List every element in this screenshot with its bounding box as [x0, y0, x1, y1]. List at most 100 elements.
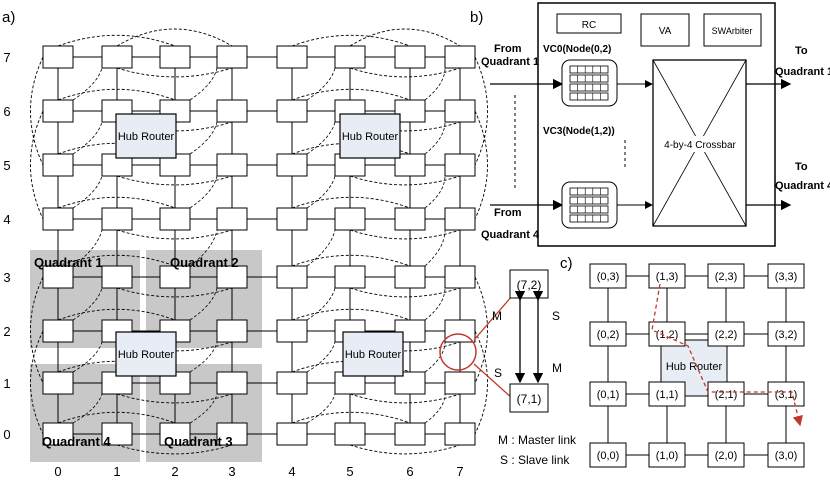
router-node [101, 265, 133, 289]
row-label: 1 [3, 376, 10, 391]
express-link-diag [72, 67, 103, 101]
c-node [767, 381, 805, 407]
router-node [394, 422, 426, 446]
mesh-nodes [42, 45, 476, 446]
express-link-diag [424, 393, 446, 424]
router-node [276, 207, 308, 231]
router-node [394, 99, 426, 123]
express-link-v [474, 330, 488, 435]
express-link-h [291, 196, 411, 209]
rc-label: RC [582, 20, 596, 31]
quadrant-2-label: Quadrant 2 [170, 255, 239, 270]
from-quadrant-4-line1: From [494, 207, 522, 219]
c-node-label: (1,1) [656, 389, 679, 401]
column-label: 7 [456, 464, 463, 479]
vc-buffers [561, 59, 618, 229]
c-node [767, 321, 805, 347]
express-link-h [57, 196, 176, 209]
express-link-h [349, 67, 461, 78]
quadrant-4-label: Quadrant 4 [42, 434, 111, 449]
router-node [42, 207, 74, 231]
va-unit [640, 13, 690, 47]
express-link-diag [72, 175, 103, 209]
rc-unit [556, 13, 622, 34]
express-link-diag [306, 393, 336, 424]
router-node [334, 207, 366, 231]
router-node [276, 265, 308, 289]
router-node [216, 45, 248, 69]
express-link-diag [424, 175, 446, 209]
c-node-label: (3,3) [775, 271, 798, 283]
c-node [648, 263, 686, 289]
from-quadrant-1-line1: From [494, 43, 522, 55]
router-node [101, 422, 133, 446]
express-link-v [474, 110, 488, 220]
express-link-h [57, 254, 176, 267]
router-node [444, 265, 476, 289]
crossbar-label-bg [664, 136, 736, 152]
c-node-label: (1,0) [656, 450, 679, 462]
c-node-label: (0,1) [597, 389, 620, 401]
express-link-h [57, 88, 176, 101]
column-label: 0 [54, 464, 61, 479]
column-label: 6 [406, 464, 413, 479]
router-node [394, 153, 426, 177]
hub-router-label: Hub Router [118, 349, 175, 361]
router-node [159, 422, 191, 446]
row-label: 6 [3, 104, 10, 119]
row-label: 2 [3, 324, 10, 339]
node-7-1-label: (7,1) [517, 392, 542, 406]
node-7-2-label: (7,2) [517, 278, 542, 292]
router-node [276, 319, 308, 343]
m-left-label: M [492, 309, 502, 323]
row-label: 0 [3, 427, 10, 442]
router-node [101, 45, 133, 69]
router-node [101, 207, 133, 231]
express-link-diag [306, 287, 336, 321]
c-node [589, 321, 627, 347]
vc-buffer [569, 65, 609, 74]
c-node-label: (3,0) [775, 450, 798, 462]
c-node [648, 381, 686, 407]
row-label: 4 [3, 212, 10, 227]
router-node [334, 45, 366, 69]
vc-buffer [569, 74, 609, 83]
router-node [334, 265, 366, 289]
router-node [276, 99, 308, 123]
c-node-label: (2,0) [715, 450, 738, 462]
quadrant-1-label: Quadrant 1 [34, 255, 103, 270]
express-link-h [349, 393, 461, 404]
c-node-label: (2,1) [715, 389, 738, 401]
c-node-label: (3,2) [775, 329, 798, 341]
router-node [42, 45, 74, 69]
express-link-diag [306, 175, 336, 209]
express-link-v [30, 110, 44, 220]
express-link-h [116, 67, 233, 78]
router-node [394, 45, 426, 69]
router-node [216, 319, 248, 343]
router-node [42, 153, 74, 177]
va-label: VA [659, 26, 672, 37]
express-link-v [30, 276, 44, 384]
express-link-top [349, 28, 461, 47]
express-link-h [116, 287, 233, 298]
router-node [444, 45, 476, 69]
m-right-label: M [552, 361, 562, 375]
legend-slave: S : Slave link [500, 453, 570, 467]
hub-router-bottom-right [342, 331, 404, 377]
express-link-h [349, 287, 461, 298]
panel-c-nodes: (0,3)(1,3)(2,3)(3,3)(0,2)(1,2)(2,2)(3,2)… [589, 263, 805, 468]
c-node-label: (0,2) [597, 329, 620, 341]
c-node [589, 263, 627, 289]
to-quadrant-1-line1: To [795, 45, 808, 57]
express-link-diag [424, 341, 446, 373]
c-node [707, 263, 745, 289]
router-node [276, 153, 308, 177]
vc-buffer [569, 214, 609, 223]
express-link-h [349, 175, 461, 186]
router-node [42, 371, 74, 395]
express-link-h [291, 88, 411, 101]
router-node [216, 371, 248, 395]
c-node-label: (2,2) [715, 329, 738, 341]
